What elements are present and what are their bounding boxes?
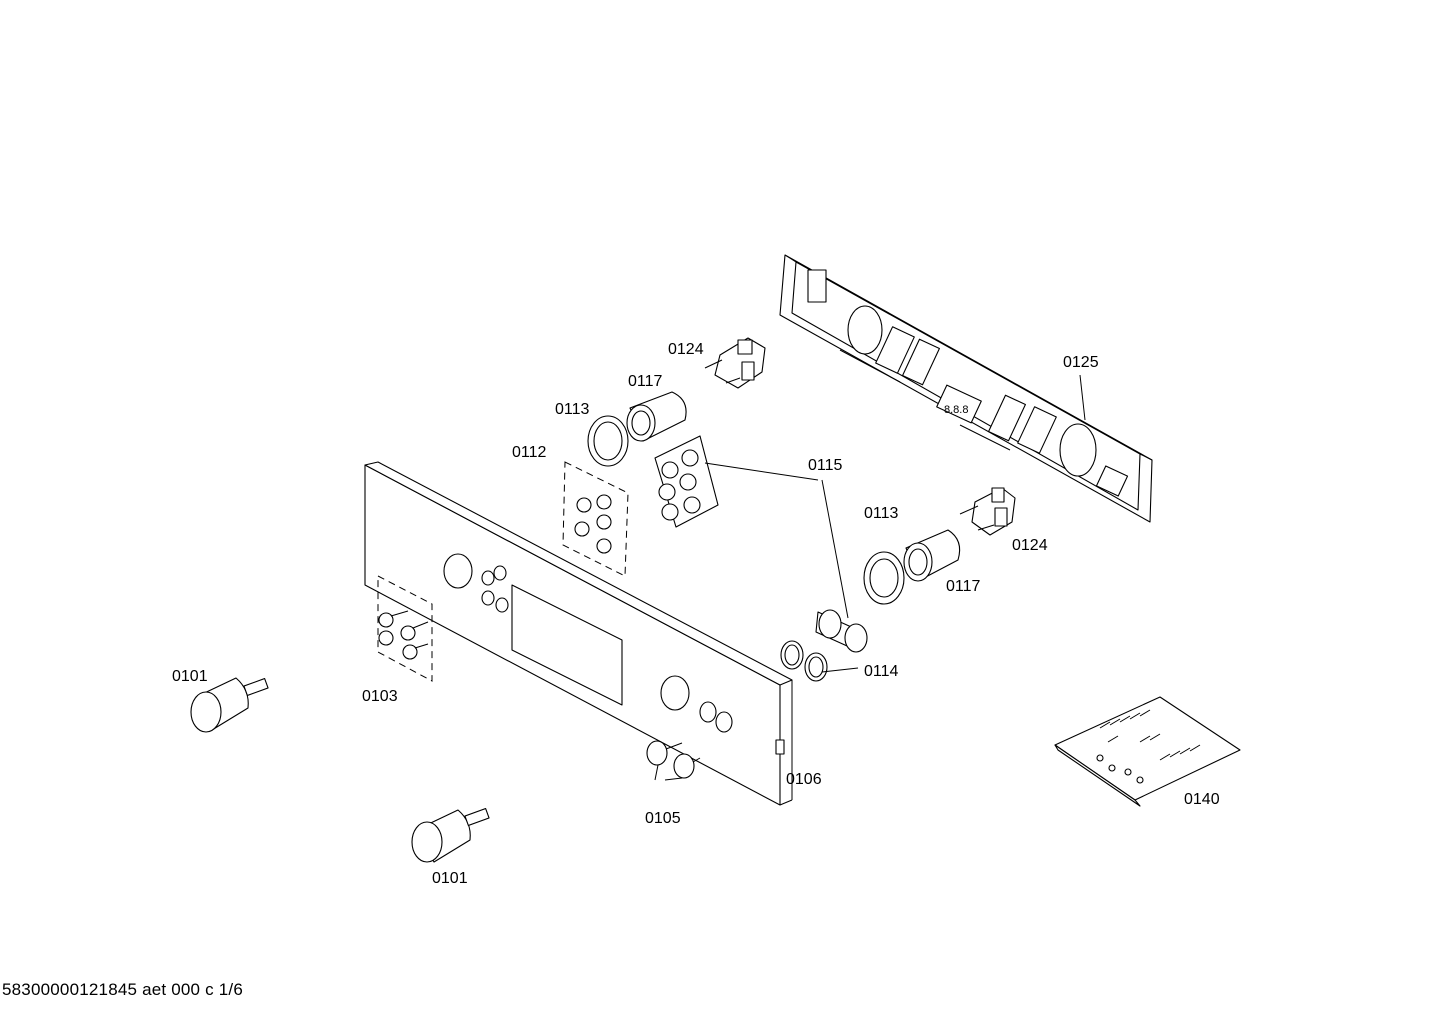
label-ring-lower: 0113 xyxy=(864,505,899,522)
label-panel: 0106 xyxy=(786,771,822,788)
label-ring-upper: 0113 xyxy=(555,401,590,418)
knob-top-part xyxy=(190,677,269,733)
svg-text:8.8.8: 8.8.8 xyxy=(944,404,968,416)
leader-lines xyxy=(654,374,1086,781)
label-switch-upper: 0124 xyxy=(668,341,704,358)
label-light-ring: 0114 xyxy=(864,663,899,680)
button-set-upper-part xyxy=(562,461,629,577)
label-knob-top: 0101 xyxy=(172,668,208,685)
label-cap-upper: 0117 xyxy=(628,373,663,390)
holder-part xyxy=(654,435,719,528)
label-button-set-left: 0103 xyxy=(362,688,398,705)
cap-lower-part xyxy=(903,529,961,582)
label-screw-bag: 0140 xyxy=(1184,791,1220,808)
ring-upper-part xyxy=(587,415,629,467)
label-button-set-upper: 0112 xyxy=(512,444,547,461)
screw-bag-part xyxy=(1054,696,1241,807)
ring-lower-part xyxy=(863,551,905,605)
button-set-left-part xyxy=(377,575,433,682)
knob-bottom-part xyxy=(411,807,490,863)
switch-lower-part xyxy=(959,487,1016,536)
label-holder: 0115 xyxy=(808,457,843,474)
label-switch-lower: 0124 xyxy=(1012,537,1048,554)
label-control-module: 0125 xyxy=(1063,354,1099,371)
cap-upper-part xyxy=(626,391,687,442)
light-ring-part xyxy=(780,640,828,682)
document-id-footer: 58300000121845 aet 000 c 1/6 xyxy=(2,980,243,999)
label-cap-lower: 0117 xyxy=(946,578,981,595)
label-button-pair: 0105 xyxy=(645,810,681,827)
front-panel-part xyxy=(364,461,793,806)
switch-upper-part xyxy=(704,337,766,389)
label-knob-bottom: 0101 xyxy=(432,870,468,887)
light-guide-part xyxy=(815,609,868,653)
control-module-part: 8.8.8 xyxy=(779,254,1153,523)
button-pair-part xyxy=(646,740,701,779)
